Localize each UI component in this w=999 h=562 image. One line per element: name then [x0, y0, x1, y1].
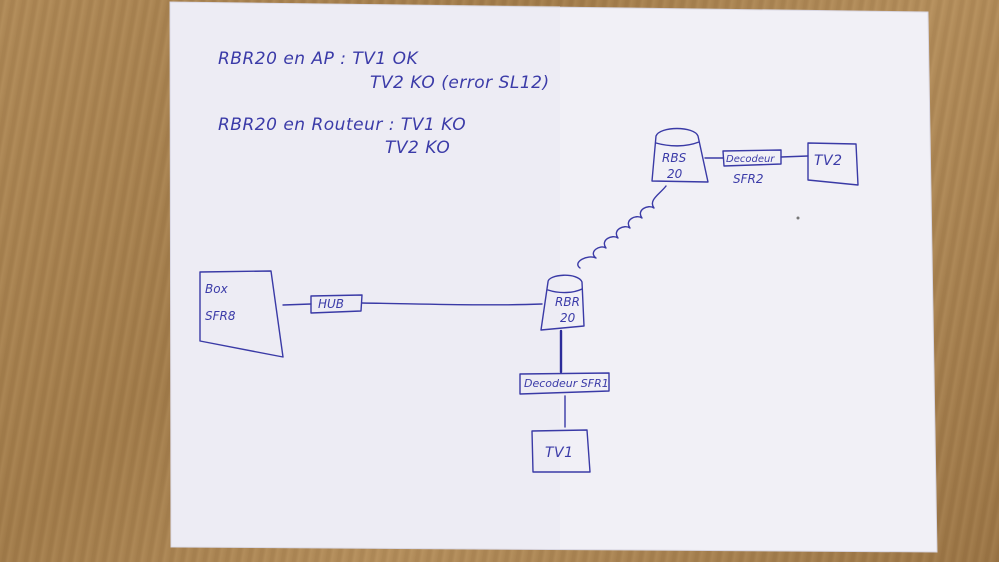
wireless-link: [577, 185, 667, 269]
paper-speck: [796, 216, 800, 220]
box-label-2: SFR8: [205, 309, 236, 323]
tv1-label: TV1: [545, 445, 574, 461]
link-hub-rbr: [361, 302, 543, 306]
decoder2-label: Decodeur: [726, 154, 775, 165]
note-ap-line2: TV2 KO (error SL12): [370, 73, 550, 93]
paper-shade: [170, 2, 560, 549]
box-label-1: Box: [205, 282, 229, 296]
tv2-label: TV2: [814, 153, 843, 169]
rbr-label-1: RBR: [555, 295, 580, 309]
hub-node: HUB: [310, 294, 363, 314]
tv2-node: TV2: [807, 142, 859, 186]
note-ap-line1: RBR20 en AP : TV1 OK: [218, 49, 419, 69]
note-router-line1: RBR20 en Routeur : TV1 KO: [218, 115, 466, 135]
note-router-line2: TV2 KO: [385, 138, 450, 158]
decoder1-label: Decodeur SFR1: [524, 377, 609, 390]
decoder2-sub-label: SFR2: [733, 172, 764, 186]
decoder2-node: Decodeur SFR2: [722, 149, 782, 186]
box-node: Box SFR8: [199, 270, 284, 358]
hub-label: HUB: [318, 297, 344, 311]
rbr-label-2: 20: [560, 311, 576, 325]
rbr-node: RBR 20: [540, 274, 585, 331]
tv1-node: TV1: [531, 429, 591, 473]
link-decoder2-tv2: [780, 155, 809, 158]
link-box-hub: [282, 303, 312, 306]
rbs-label-2: 20: [667, 167, 683, 181]
rbs-label-1: RBS: [662, 151, 687, 165]
rbs-node: RBS 20: [651, 127, 709, 183]
decoder1-node: Decodeur SFR1: [519, 372, 610, 395]
